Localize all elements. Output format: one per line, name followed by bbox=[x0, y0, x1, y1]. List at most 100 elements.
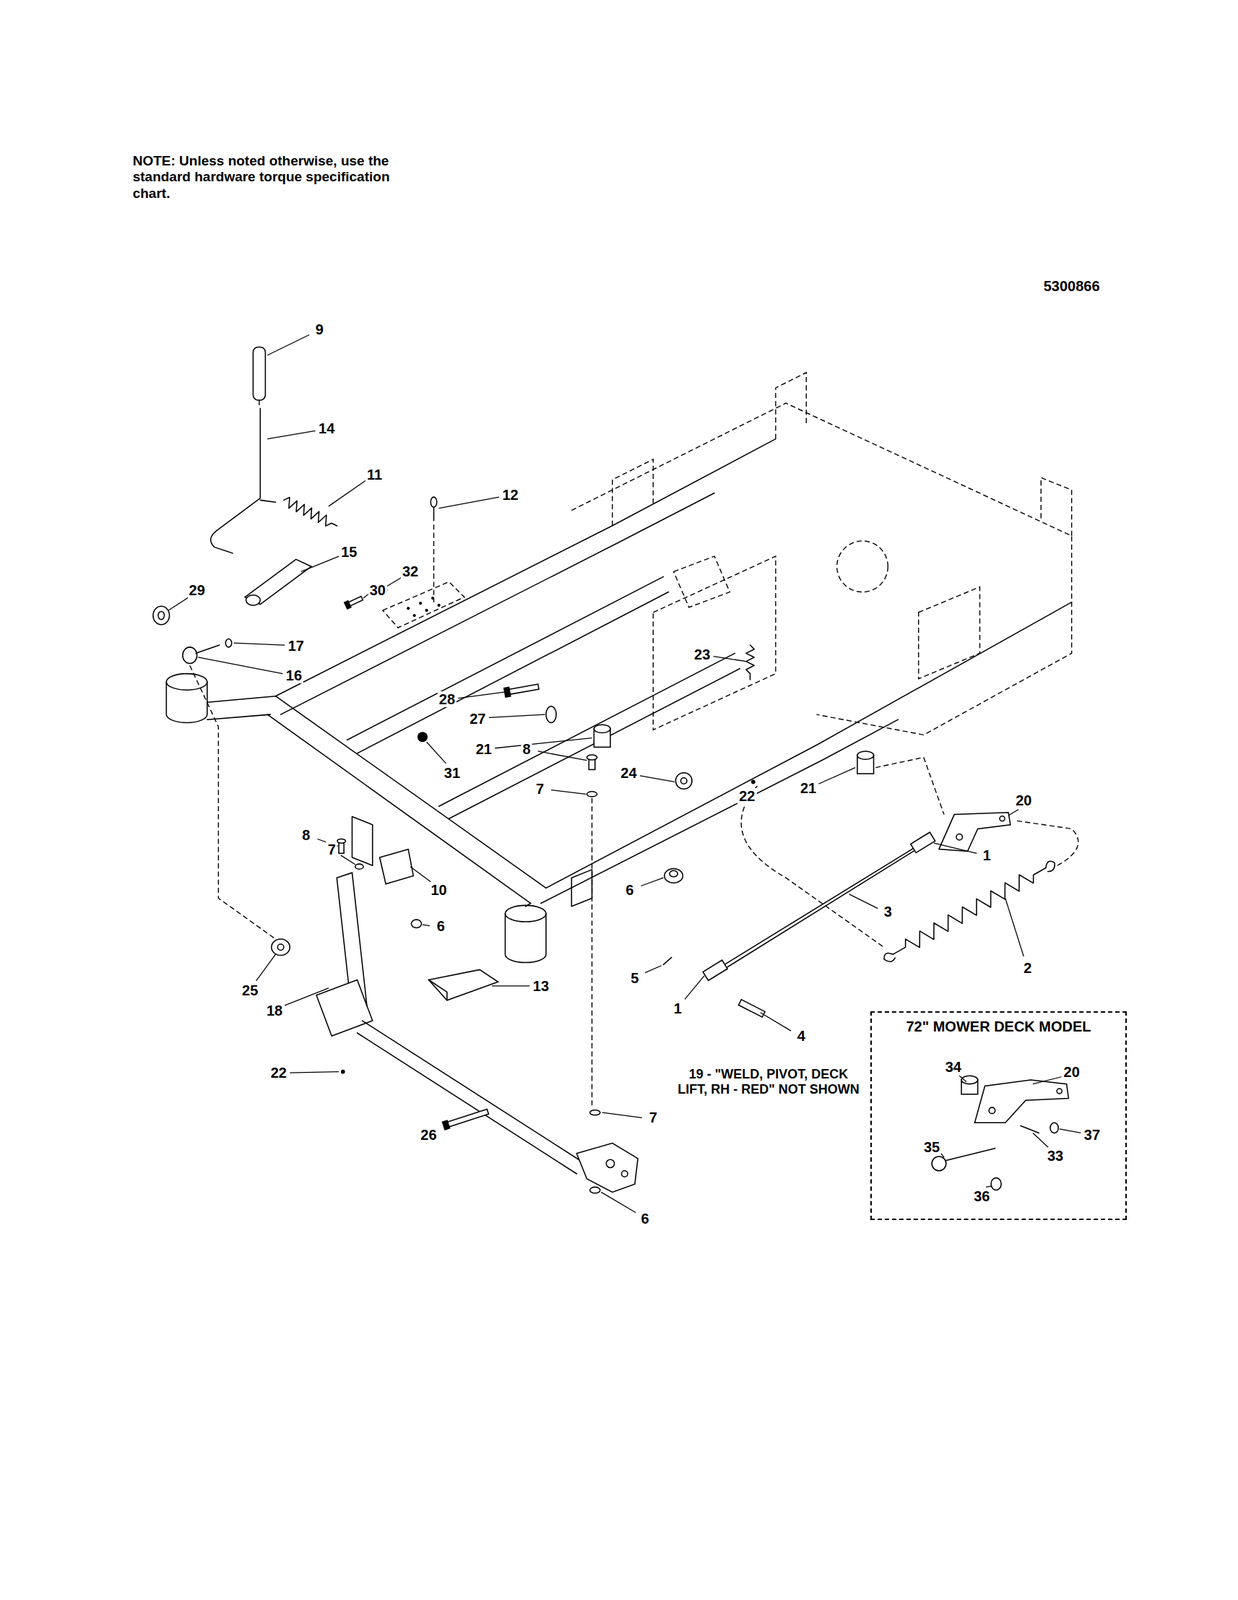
part-drawing bbox=[621, 1170, 628, 1177]
part-drawing bbox=[446, 1108, 489, 1127]
callout-number: 7 bbox=[326, 841, 338, 858]
inset-heading: 72" MOWER DECK MODEL bbox=[871, 1012, 1126, 1035]
part-drawing bbox=[931, 1156, 947, 1171]
leader-line bbox=[168, 597, 189, 611]
part-drawing bbox=[910, 832, 936, 853]
leader-line bbox=[684, 975, 705, 999]
part-drawing bbox=[357, 1020, 583, 1174]
part-drawing bbox=[271, 938, 290, 956]
leader-line bbox=[551, 790, 586, 795]
callout-number: 15 bbox=[339, 543, 359, 560]
frame-drawing bbox=[612, 372, 807, 526]
frame-drawing bbox=[406, 606, 410, 610]
leader-line bbox=[760, 1012, 791, 1031]
part-drawing bbox=[252, 346, 266, 400]
part-drawing bbox=[281, 495, 340, 531]
part-drawing bbox=[746, 645, 755, 680]
callout-number: 12 bbox=[500, 486, 520, 503]
part-drawing bbox=[348, 596, 363, 606]
leader-line bbox=[301, 556, 339, 572]
callout-number: 34 bbox=[944, 1058, 963, 1075]
part-drawing bbox=[663, 957, 672, 965]
callout-number: 21 bbox=[474, 741, 494, 757]
callout-number: 23 bbox=[692, 646, 712, 663]
callout-number: 11 bbox=[365, 466, 384, 483]
model-inset-box: 72" MOWER DECK MODEL bbox=[870, 1011, 1127, 1220]
part-drawing bbox=[751, 780, 756, 785]
part-drawing bbox=[675, 772, 692, 790]
part-drawing bbox=[1015, 820, 1079, 866]
leader-line bbox=[959, 1075, 967, 1082]
frame-drawing bbox=[504, 905, 547, 922]
part-drawing bbox=[428, 969, 498, 1000]
frame-drawing bbox=[351, 816, 372, 866]
part-drawing bbox=[719, 842, 924, 971]
leader-line bbox=[1032, 1076, 1062, 1085]
part-drawing bbox=[974, 1079, 1069, 1123]
callout-number: 13 bbox=[531, 977, 551, 994]
callout-number: 24 bbox=[619, 764, 638, 781]
part-drawing bbox=[158, 611, 164, 619]
part-drawing bbox=[433, 524, 435, 602]
callout-number: 16 bbox=[284, 667, 304, 684]
frame-drawing bbox=[166, 681, 208, 724]
frame-drawing bbox=[425, 608, 429, 612]
part-drawing bbox=[593, 724, 611, 733]
frame-drawing bbox=[207, 696, 276, 720]
leader-line bbox=[941, 1153, 945, 1158]
note-text: 19 - "WELD, PIVOT, DECK LIFT, RH - RED" … bbox=[674, 1066, 863, 1098]
frame-drawing bbox=[652, 556, 776, 730]
frame-drawing bbox=[275, 439, 776, 716]
callout-number: 31 bbox=[442, 764, 462, 781]
leader-line bbox=[289, 1071, 339, 1073]
part-drawing bbox=[988, 1107, 995, 1114]
part-drawing bbox=[586, 791, 597, 797]
part-drawing bbox=[1056, 1088, 1062, 1094]
part-drawing bbox=[680, 777, 687, 784]
frame-drawing bbox=[436, 603, 440, 607]
callout-number: 28 bbox=[437, 691, 457, 708]
part-drawing bbox=[442, 1119, 451, 1131]
frame-drawing bbox=[673, 556, 731, 608]
leader-line bbox=[256, 954, 276, 981]
callout-number: 18 bbox=[265, 1002, 284, 1019]
part-drawing bbox=[210, 408, 276, 554]
part-drawing bbox=[889, 861, 1050, 961]
leader-line bbox=[849, 894, 879, 909]
leader-line bbox=[639, 775, 675, 782]
drawing-number: 5300866 bbox=[1043, 278, 1101, 294]
callout-number: 8 bbox=[300, 827, 312, 843]
part-drawing bbox=[576, 1143, 638, 1193]
note-text: NOTE: Unless noted otherwise, use the st… bbox=[132, 153, 411, 202]
part-drawing bbox=[875, 756, 945, 815]
frame-drawing bbox=[571, 869, 592, 907]
part-drawing bbox=[702, 959, 728, 981]
part-drawing bbox=[503, 686, 512, 698]
part-drawing bbox=[430, 496, 437, 508]
part-drawing bbox=[746, 645, 755, 680]
part-drawing bbox=[910, 832, 936, 853]
callout-number: 37 bbox=[1082, 1126, 1102, 1143]
callout-number: 6 bbox=[624, 881, 635, 898]
part-drawing bbox=[182, 647, 198, 664]
callout-number: 25 bbox=[240, 982, 260, 999]
part-drawing bbox=[246, 595, 261, 606]
part-drawing bbox=[340, 1069, 346, 1075]
part-drawing bbox=[503, 681, 540, 698]
callout-number: 30 bbox=[368, 582, 388, 599]
callout-number: 26 bbox=[418, 1126, 438, 1143]
leader-line bbox=[385, 577, 401, 588]
leader-line bbox=[818, 767, 856, 785]
callout-number: 3 bbox=[882, 903, 894, 920]
frame-drawing bbox=[837, 540, 889, 593]
part-drawing bbox=[1050, 1122, 1059, 1133]
part-drawing bbox=[337, 839, 346, 844]
leader-line bbox=[234, 642, 286, 646]
part-drawing bbox=[433, 507, 435, 521]
part-drawing bbox=[195, 645, 219, 653]
part-drawing bbox=[738, 999, 766, 1017]
frame-drawing bbox=[346, 576, 669, 753]
callout-number: 6 bbox=[435, 918, 447, 934]
